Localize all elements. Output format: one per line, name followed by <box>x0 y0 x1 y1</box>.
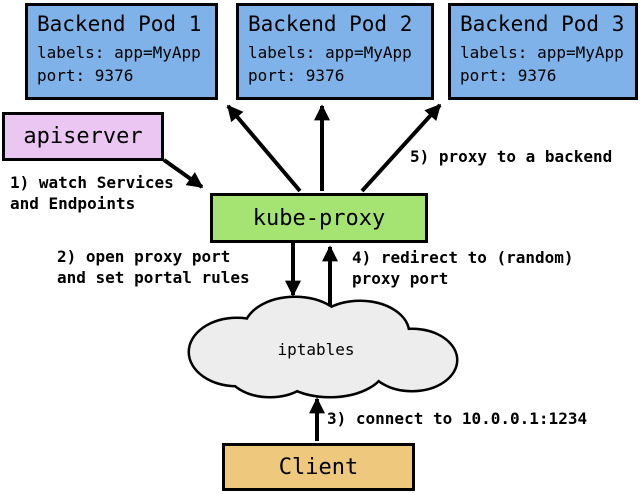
apiserver-box: apiserver <box>2 112 164 161</box>
step4-line2: proxy port <box>352 269 449 288</box>
iptables-label: iptables <box>277 340 355 359</box>
backend-pod-3-port: port: 9376 <box>460 66 557 85</box>
step1-line1: 1) watch Services <box>10 173 174 192</box>
step4-annotation: 4) redirect to (random) proxy port <box>352 247 574 289</box>
backend-pod-1-title: Backend Pod 1 <box>37 12 202 36</box>
step3-annotation: 3) connect to 10.0.0.1:1234 <box>327 408 587 429</box>
backend-pod-1-labels: labels: app=MyApp <box>37 43 201 62</box>
step2-line1: 2) open proxy port <box>57 247 231 266</box>
client-box: Client <box>222 443 415 491</box>
backend-pod-2-port: port: 9376 <box>248 66 345 85</box>
backend-pod-3-box: Backend Pod 3 labels: app=MyApp port: 93… <box>448 3 638 100</box>
step5-line1: 5) proxy to a backend <box>410 147 613 166</box>
backend-pod-3-title: Backend Pod 3 <box>460 12 625 36</box>
backend-pod-2-labels: labels: app=MyApp <box>248 43 412 62</box>
kube-proxy-label: kube-proxy <box>252 205 386 231</box>
backend-pod-3-labels: labels: app=MyApp <box>460 43 624 62</box>
step1-line2: and Endpoints <box>10 194 136 213</box>
step4-line1: 4) redirect to (random) <box>352 248 574 267</box>
arrow-kubeproxy-to-pod1 <box>226 104 302 193</box>
apiserver-label: apiserver <box>23 124 143 149</box>
step1-annotation: 1) watch Services and Endpoints <box>10 172 174 214</box>
step2-annotation: 2) open proxy port and set portal rules <box>57 246 250 288</box>
backend-pod-2-box: Backend Pod 2 labels: app=MyApp port: 93… <box>236 3 434 100</box>
step2-line2: and set portal rules <box>57 268 250 287</box>
step5-annotation: 5) proxy to a backend <box>410 146 612 167</box>
backend-pod-1-box: Backend Pod 1 labels: app=MyApp port: 93… <box>25 3 218 100</box>
step3-line1: 3) connect to 10.0.0.1:1234 <box>327 409 588 428</box>
kube-proxy-box: kube-proxy <box>210 193 428 243</box>
client-label: Client <box>278 454 359 480</box>
backend-pod-2-title: Backend Pod 2 <box>248 12 413 36</box>
backend-pod-1-port: port: 9376 <box>37 66 134 85</box>
